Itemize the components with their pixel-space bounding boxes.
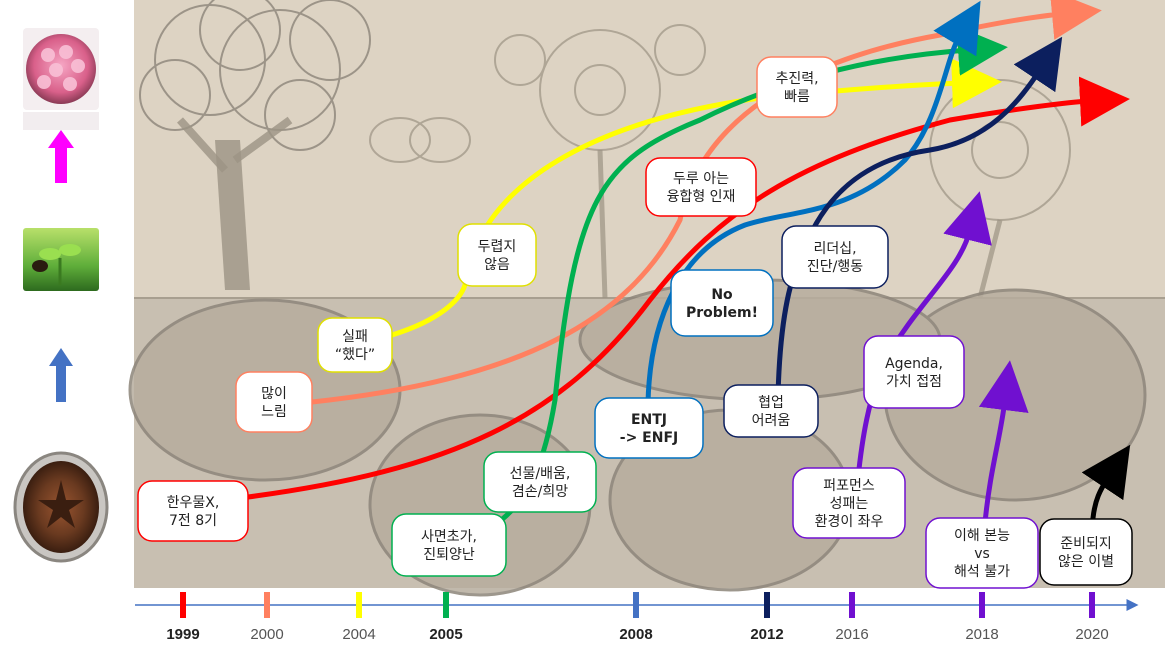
navy-curve bbox=[775, 36, 1063, 399]
label-line: Agenda, bbox=[885, 356, 943, 372]
label-agenda: Agenda, 가치 접점 bbox=[863, 335, 965, 409]
background-painting bbox=[128, 0, 1165, 597]
year-label: 2005 bbox=[429, 626, 462, 643]
label-line: 느림 bbox=[261, 404, 287, 420]
year-tick-1999: 1999 bbox=[166, 592, 200, 643]
label-line: 가치 접점 bbox=[886, 374, 942, 390]
purple-curve-2 bbox=[978, 360, 1029, 526]
blue-curve bbox=[645, 0, 981, 406]
red-curve bbox=[245, 76, 1130, 500]
label-line: 진단/행동 bbox=[807, 259, 863, 275]
year-label: 1999 bbox=[166, 626, 199, 643]
label-drive-fast: 추진력, 빠름 bbox=[756, 56, 838, 118]
label-line: 사면초가, bbox=[421, 529, 477, 545]
label-line: 선물/배움, bbox=[510, 466, 571, 482]
star-anise-image bbox=[13, 451, 109, 563]
label-understanding: 이해 본능 vs 해석 불가 bbox=[925, 517, 1039, 589]
label-line: 7전 8기 bbox=[169, 513, 217, 529]
label-line: 리더십, bbox=[813, 241, 856, 257]
label-line: 한우물X, bbox=[167, 495, 220, 511]
label-line: 해석 불가 bbox=[954, 564, 1010, 580]
blue-up-arrow bbox=[49, 348, 73, 402]
label-line: 진퇴양난 bbox=[423, 547, 475, 563]
year-label: 2018 bbox=[965, 626, 998, 643]
label-line: 준비되지 bbox=[1060, 536, 1112, 552]
label-line: 실패 bbox=[342, 329, 368, 345]
timeline-axis: 1999 2000 2004 2005 2008 2012 2016 2018 2020 bbox=[135, 592, 1139, 643]
year-tick-2008: 2008 bbox=[619, 592, 653, 643]
label-line: Problem! bbox=[686, 305, 758, 321]
year-marker bbox=[633, 592, 639, 618]
label-line: 융합형 인재 bbox=[667, 189, 736, 205]
year-tick-2020: 2020 bbox=[1075, 592, 1109, 643]
year-marker bbox=[764, 592, 770, 618]
label-line: 많이 bbox=[261, 386, 287, 402]
year-marker bbox=[443, 592, 449, 618]
label-gift-learning: 선물/배움, 겸손/희망 bbox=[483, 451, 597, 513]
year-label: 2000 bbox=[250, 626, 283, 643]
year-tick-2012: 2012 bbox=[750, 592, 784, 643]
year-tick-2000: 2000 bbox=[250, 592, 284, 643]
year-label: 2004 bbox=[342, 626, 375, 643]
label-hanumul: 한우물X, 7전 8기 bbox=[137, 480, 249, 542]
label-line: 않음 bbox=[484, 257, 510, 273]
label-leadership: 리더십, 진단/행동 bbox=[781, 225, 889, 289]
year-tick-2016: 2016 bbox=[835, 592, 869, 643]
year-marker bbox=[356, 592, 362, 618]
label-line: 빠름 bbox=[784, 89, 810, 105]
year-marker bbox=[180, 592, 186, 618]
year-label: 2012 bbox=[750, 626, 783, 643]
sprout-image bbox=[23, 228, 99, 291]
label-line: ENTJ bbox=[631, 412, 667, 428]
label-line: 성패는 bbox=[830, 496, 869, 512]
label-line: 이해 본능 bbox=[954, 528, 1010, 544]
yellow-curve bbox=[389, 58, 1002, 338]
label-line: No bbox=[711, 287, 733, 303]
label-entj-enfj: ENTJ -> ENFJ bbox=[594, 397, 704, 459]
black-curve bbox=[1081, 444, 1131, 521]
label-besieged: 사면초가, 진퇴양난 bbox=[391, 513, 507, 577]
side-column bbox=[13, 28, 109, 563]
year-marker bbox=[849, 592, 855, 618]
label-line: 어려움 bbox=[752, 413, 791, 429]
magenta-up-arrow bbox=[48, 130, 74, 183]
label-line: 협업 bbox=[758, 395, 784, 411]
year-tick-2018: 2018 bbox=[965, 592, 999, 643]
label-line: 겸손/희망 bbox=[512, 484, 568, 500]
label-line: 두렵지 bbox=[478, 239, 517, 255]
year-label: 2020 bbox=[1075, 626, 1108, 643]
label-line: 퍼포먼스 bbox=[823, 478, 875, 494]
year-label: 2016 bbox=[835, 626, 868, 643]
year-tick-2004: 2004 bbox=[342, 592, 376, 643]
label-line: “했다” bbox=[335, 347, 375, 363]
rose-bouquet-image bbox=[23, 28, 99, 130]
year-label: 2008 bbox=[619, 626, 652, 643]
year-marker bbox=[264, 592, 270, 618]
year-marker bbox=[979, 592, 985, 618]
year-tick-2005: 2005 bbox=[429, 592, 463, 643]
label-line: vs bbox=[974, 546, 990, 562]
label-line: 않은 이별 bbox=[1058, 554, 1114, 570]
label-line: 추진력, bbox=[775, 71, 818, 87]
year-marker bbox=[1089, 592, 1095, 618]
label-failed: 실패 “했다” bbox=[317, 317, 393, 373]
label-line: 환경이 좌우 bbox=[815, 514, 884, 530]
label-line: -> ENFJ bbox=[620, 430, 678, 446]
label-line: 두루 아는 bbox=[673, 171, 729, 187]
